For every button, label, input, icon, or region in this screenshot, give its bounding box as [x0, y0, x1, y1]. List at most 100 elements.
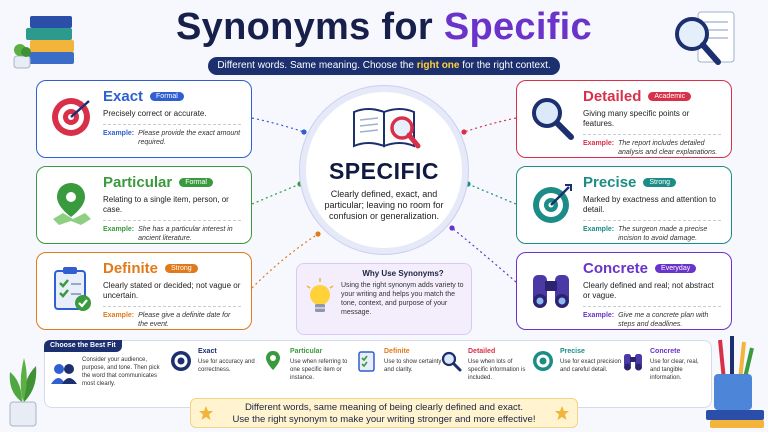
card-precise: Precise Strong Marked by exactness and a… — [516, 166, 732, 244]
example-exact: Please provide the exact amount required… — [138, 130, 241, 146]
tag-precise: Strong — [643, 178, 677, 187]
card-particular: Particular Formal Relating to a single i… — [36, 166, 252, 244]
example-label: Example: — [103, 226, 135, 233]
bullseye-icon — [533, 184, 572, 223]
subtitle-highlight: right one — [416, 60, 460, 71]
open-book-icon — [350, 102, 422, 154]
bullseye-icon — [533, 351, 553, 371]
lightbulb-icon — [306, 278, 334, 312]
word-detailed: Detailed — [583, 88, 642, 105]
tag-detailed: Academic — [648, 92, 692, 101]
card-definite: Definite Strong Clearly stated or decide… — [36, 252, 252, 330]
magnifying-glass-icon — [441, 351, 462, 372]
card-concrete: Concrete Everyday Clearly defined and re… — [516, 252, 732, 330]
books-icon — [8, 10, 78, 72]
page-title: Synonyms for Specific — [0, 6, 768, 49]
fit-item-particular: Particular Use when referring to one spe… — [262, 348, 354, 382]
example-label: Example: — [103, 130, 135, 137]
subtitle-banner: Different words. Same meaning. Choose th… — [208, 57, 560, 75]
fit-item-detailed: Detailed Use when lots of specific infor… — [440, 348, 532, 382]
best-fit-title: Choose the Best Fit — [44, 340, 122, 352]
fit-item-precise: Precise Use for exact precision and care… — [532, 348, 624, 374]
title-part2: Specific — [443, 6, 592, 48]
example-precise: The surgeon made a precise incision to a… — [618, 226, 708, 242]
example-label: Example: — [583, 140, 615, 147]
fit-word: Exact — [198, 348, 217, 355]
binoculars-icon — [624, 354, 642, 371]
banner-line2: Use the right synonym to make your writi… — [232, 414, 536, 425]
card-detailed: Detailed Academic Giving many specific p… — [516, 80, 732, 158]
target-icon — [52, 98, 90, 136]
center-definition: Clearly defined, exact, and particular; … — [324, 189, 444, 221]
best-fit-description: Consider your audience, purpose, and ton… — [82, 357, 160, 387]
why-use-synonyms: Why Use Synonyms? Using the right synony… — [296, 263, 472, 335]
def-particular: Relating to a single item, person, or ca… — [103, 195, 229, 214]
banner-line1: Different words, same meaning of being c… — [244, 402, 524, 413]
audience-icon — [50, 362, 78, 386]
fit-desc: Use when referring to one specific item … — [290, 359, 348, 381]
divider — [583, 306, 721, 307]
def-concrete: Clearly defined and real; not abstract o… — [583, 281, 714, 300]
bottom-banner: Different words, same meaning of being c… — [190, 398, 578, 428]
why-text: Using the right synonym adds variety to … — [341, 282, 464, 316]
location-pin-icon — [266, 351, 280, 370]
word-definite: Definite — [103, 260, 159, 277]
example-definite: Please give a definite date for the even… — [138, 312, 231, 328]
location-pin-icon — [53, 183, 91, 225]
fit-word: Precise — [560, 348, 585, 355]
fit-item-definite: Definite Use to show certainty and clari… — [356, 348, 448, 374]
fit-desc: Use for accuracy and correctness. — [198, 359, 255, 373]
fit-item-concrete: Concrete Use for clear, real, and tangib… — [622, 348, 708, 382]
divider — [103, 220, 241, 221]
def-exact: Precisely correct or accurate. — [103, 109, 207, 118]
fit-word: Detailed — [468, 348, 496, 355]
fit-desc: Use for clear, real, and tangible inform… — [650, 359, 699, 381]
tag-definite: Strong — [165, 264, 198, 273]
fit-word: Concrete — [650, 348, 681, 355]
tag-exact: Formal — [150, 92, 184, 101]
example-particular: She has a particular interest in ancient… — [138, 226, 233, 242]
fit-desc: Use for exact precision and careful deta… — [560, 359, 622, 373]
checklist-icon — [54, 267, 91, 311]
word-exact: Exact — [103, 88, 144, 105]
tag-concrete: Everyday — [655, 264, 697, 273]
center-concept: SPECIFIC Clearly defined, exact, and par… — [300, 86, 468, 254]
divider — [583, 220, 721, 221]
subtitle-before: Different words. Same meaning. Choose th… — [217, 60, 414, 71]
divider — [103, 124, 241, 125]
magnifying-glass-icon — [532, 98, 574, 140]
target-icon — [171, 351, 191, 371]
word-particular: Particular — [103, 174, 173, 191]
center-word: SPECIFIC — [328, 158, 440, 184]
example-concrete: Give me a concrete plan with steps and d… — [618, 312, 709, 328]
why-title: Why Use Synonyms? — [362, 269, 444, 278]
def-detailed: Giving many specific points or features. — [583, 109, 690, 128]
fit-desc: Use when lots of specific information is… — [468, 359, 526, 381]
binoculars-icon — [533, 275, 569, 308]
fit-word: Definite — [384, 348, 410, 355]
divider — [583, 134, 721, 135]
subtitle-after: for the right context. — [462, 60, 551, 71]
fit-desc: Use to show certainty and clarity. — [384, 359, 442, 373]
plant-icon — [2, 352, 44, 430]
example-detailed: The report includes detailed analysis an… — [618, 140, 718, 156]
magnifier-document-icon — [664, 8, 744, 72]
card-exact: Exact Formal Precisely correct or accura… — [36, 80, 252, 158]
star-icon — [554, 405, 570, 421]
def-definite: Clearly stated or decided; not vague or … — [103, 281, 241, 300]
def-precise: Marked by exactness and attention to det… — [583, 195, 716, 214]
title-part1: Synonyms for — [176, 6, 433, 48]
fit-item-exact: Exact Use for accuracy and correctness. — [170, 348, 262, 374]
divider — [103, 306, 241, 307]
star-icon — [198, 405, 214, 421]
word-concrete: Concrete — [583, 260, 649, 277]
example-label: Example: — [583, 226, 615, 233]
checklist-icon — [358, 351, 375, 372]
fit-word: Particular — [290, 348, 323, 355]
word-precise: Precise — [583, 174, 637, 191]
pencil-cup-icon — [700, 330, 766, 430]
example-label: Example: — [103, 312, 135, 319]
example-label: Example: — [583, 312, 615, 319]
tag-particular: Formal — [179, 178, 213, 187]
